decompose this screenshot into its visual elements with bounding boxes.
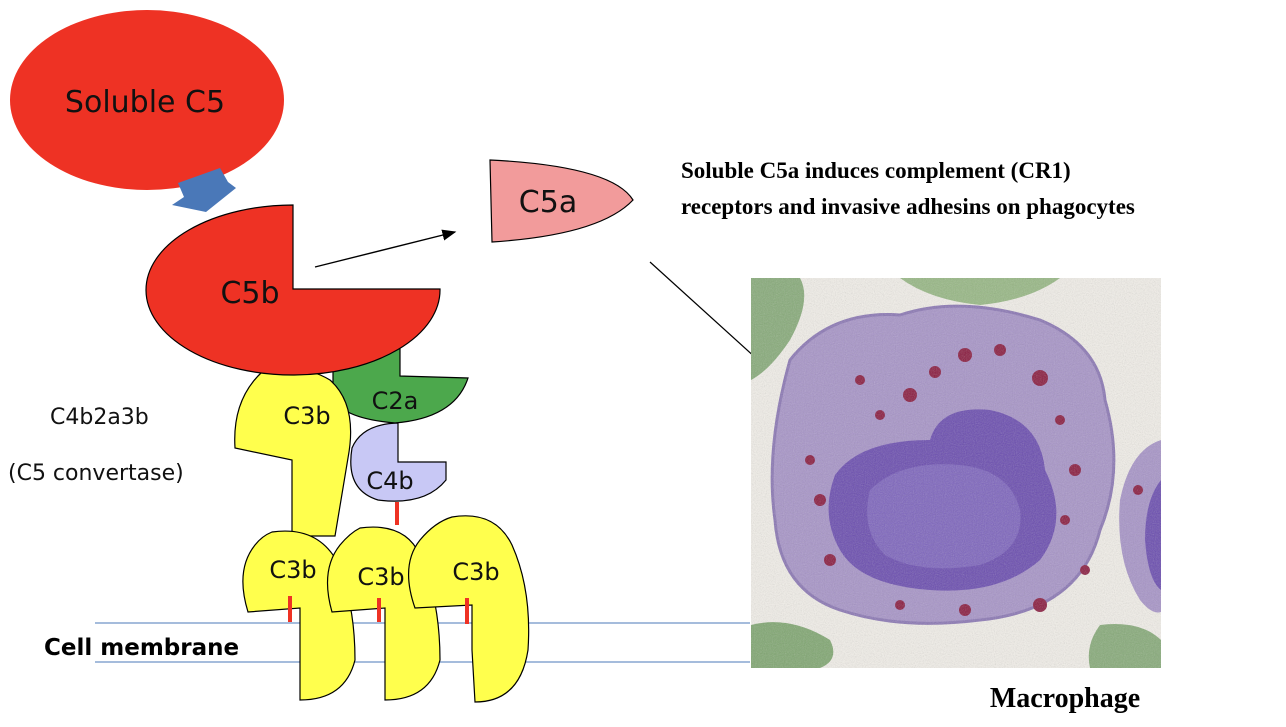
c5a-effect-line1: Soluble C5a induces complement (CR1) xyxy=(681,158,1071,183)
c2a-label: C2a xyxy=(372,387,419,415)
c3b-top: C3b xyxy=(234,367,352,537)
c5a-release-arrow xyxy=(314,229,457,268)
soluble-c5: Soluble C5 xyxy=(10,10,284,190)
soluble-c5-label: Soluble C5 xyxy=(65,85,225,120)
soluble-c5-shape xyxy=(10,10,284,190)
c3b-top-label: C3b xyxy=(283,402,330,430)
c3b-right: C3b xyxy=(407,515,530,703)
c3b-mid-label: C3b xyxy=(357,563,404,591)
c5b: C5b xyxy=(145,204,441,376)
c3b-right-label: C3b xyxy=(452,558,499,586)
c5a: C5a xyxy=(489,159,634,243)
c3b-left-label: C3b xyxy=(269,556,316,584)
macrophage-label: Macrophage xyxy=(990,683,1140,714)
conversion-arrow-icon xyxy=(172,168,236,212)
macrophage-micrograph xyxy=(751,278,1161,668)
cell-membrane-label: Cell membrane xyxy=(44,635,239,661)
convertase-description: (C5 convertase) xyxy=(8,461,184,486)
c5b-label: C5b xyxy=(220,276,279,311)
convertase-name: C4b2a3b xyxy=(50,405,149,430)
c5a-effect-line2: receptors and invasive adhesins on phago… xyxy=(681,194,1135,219)
c4b-label: C4b xyxy=(366,467,413,495)
c4b: C4b xyxy=(350,422,447,502)
c5a-label: C5a xyxy=(519,185,577,220)
